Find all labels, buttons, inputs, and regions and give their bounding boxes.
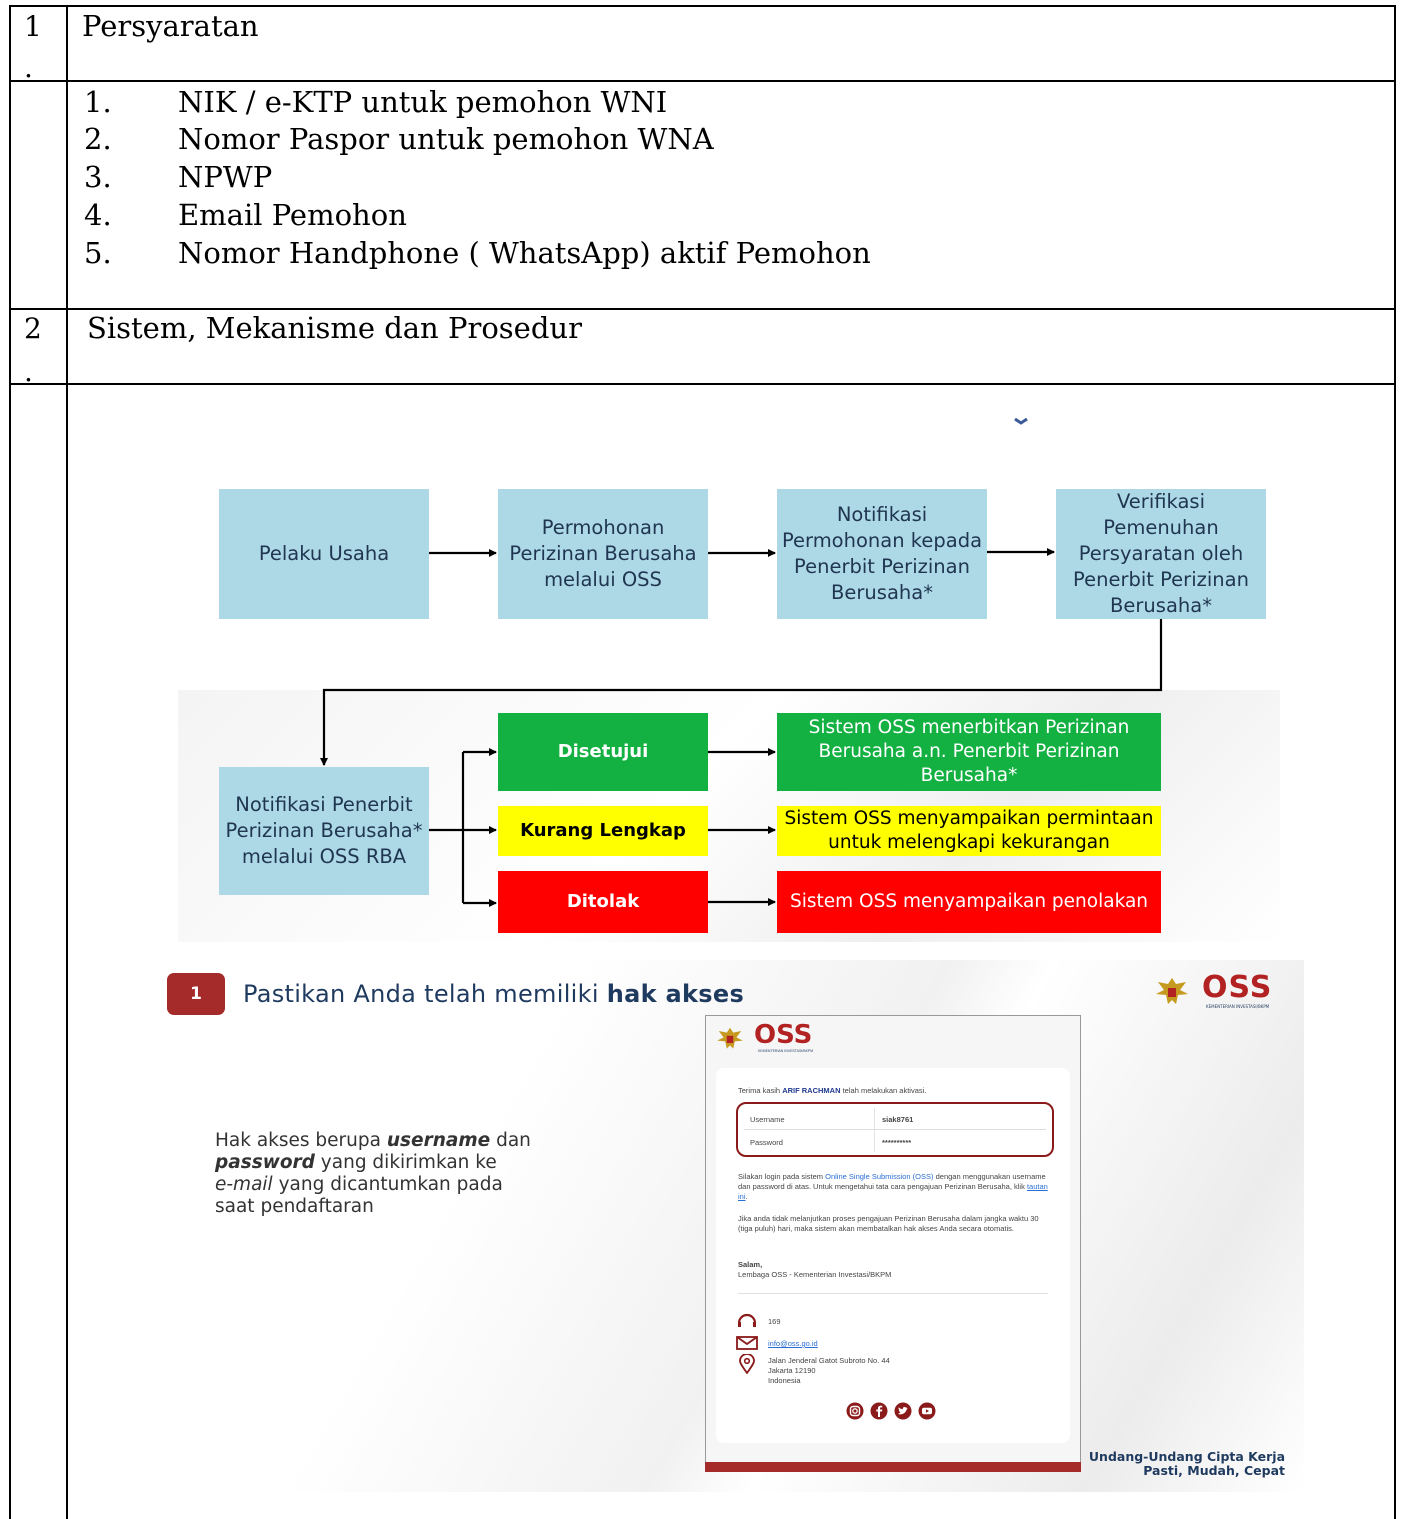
list-text: NIK / e-KTP untuk pemohon WNI [178, 85, 668, 119]
list-number: 3. [84, 160, 112, 194]
table-border-row3 [9, 383, 1396, 385]
list-number: 2. [84, 122, 112, 156]
facebook-icon[interactable] [870, 1402, 888, 1420]
flow-box-kurang-lengkap: Kurang Lengkap [498, 806, 708, 856]
para-text: Silakan login pada sistem [738, 1172, 826, 1181]
instagram-icon[interactable] [846, 1402, 864, 1420]
heading-bold: hak akses [606, 980, 745, 1008]
contact-address-2: Jakarta 12190 [768, 1366, 816, 1375]
garuda-icon [1156, 978, 1188, 1004]
list-text: Email Pemohon [178, 198, 407, 232]
arrow-4 [320, 619, 1163, 766]
row-number-1: 1 [24, 10, 42, 43]
para-text: . [745, 1192, 748, 1201]
garuda-icon [717, 1027, 743, 1049]
credentials-divider [744, 1129, 1046, 1130]
username-value: siak8761 [882, 1115, 914, 1124]
thanks-text: telah melakukan aktivasi. [840, 1086, 927, 1095]
list-number: 1. [84, 85, 112, 119]
contact-address-3: Indonesia [768, 1376, 801, 1385]
access-description: Hak akses berupa username dan password y… [215, 1130, 615, 1218]
thanks-text: Terima kasih [738, 1086, 783, 1095]
password-value: ********** [882, 1138, 912, 1147]
flow-box-verifikasi: Verifikasi Pemenuhan Persyaratan oleh Pe… [1056, 489, 1266, 619]
username-label: Username [750, 1115, 785, 1124]
row-number-2: 2 [24, 312, 42, 345]
table-border-left [9, 5, 11, 1519]
table-border-col [66, 5, 68, 1519]
email-signature: Lembaga OSS - Kementerian Investasi/BKPM [738, 1270, 892, 1279]
oss-logo-text: OSS [1202, 970, 1273, 1005]
social-icons [846, 1402, 946, 1422]
oss-link[interactable]: Online Single Submission (OSS) [825, 1172, 934, 1181]
list-text: Nomor Paspor untuk pemohon WNA [178, 122, 714, 156]
email-thanks: Terima kasih ARIF RACHMAN telah melakuka… [738, 1086, 926, 1096]
headset-icon [737, 1313, 757, 1327]
twitter-icon[interactable] [894, 1402, 912, 1420]
email-bottom-bar [705, 1462, 1081, 1472]
oss-logo-subtitle: KEMENTERIAN INVESTASI/BKPM [1206, 1004, 1270, 1009]
heading-plain: Pastikan Anda telah memiliki [243, 980, 607, 1008]
oss-logo: OSS KEMENTERIAN INVESTASI/BKPM [1150, 970, 1290, 1012]
thanks-name: ARIF RACHMAN [782, 1086, 841, 1095]
desc-text: saat pendaftaran [215, 1196, 374, 1217]
desc-text: yang dicantumkan pada [272, 1174, 503, 1195]
flow-box-pelaku-usaha: Pelaku Usaha [219, 489, 429, 619]
desc-email: e-mail [215, 1174, 273, 1195]
flow-box-disetujui: Disetujui [498, 713, 708, 791]
email-salam: Salam, [738, 1260, 763, 1269]
table-border-row2 [9, 308, 1396, 310]
slide-heading: Pastikan Anda telah memiliki hak akses [243, 980, 744, 1008]
desc-username: username [386, 1130, 491, 1151]
step-number: 1 [190, 984, 202, 1004]
row-dot-2: . [24, 355, 33, 388]
small-caret-icon [1014, 417, 1028, 425]
email-card: Terima kasih ARIF RACHMAN telah melakuka… [716, 1068, 1070, 1443]
contact-address-1: Jalan Jenderal Gatot Subroto No. 44 [768, 1356, 890, 1365]
email-screenshot: OSS KEMENTERIAN INVESTASI/BKPM Terima ka… [705, 1015, 1081, 1472]
youtube-icon[interactable] [918, 1402, 936, 1420]
tautan-link[interactable]: tautan ini [738, 1182, 1048, 1201]
table-border-right [1394, 5, 1396, 1519]
flow-box-permohonan: Permohonan Perizinan Berusaha melalui OS… [498, 489, 708, 619]
table-border-top [9, 5, 1396, 7]
email-paragraph-1: Silakan login pada sistem Online Single … [738, 1172, 1050, 1202]
section-title-prosedur: Sistem, Mekanisme dan Prosedur [87, 311, 582, 345]
table-border-row1 [9, 80, 1396, 82]
email-logo-text: OSS [754, 1020, 813, 1050]
para-text: dengan menggunakan username dan password… [738, 1172, 1046, 1191]
flow-result-disetujui: Sistem OSS menerbitkan Perizinan Berusah… [777, 713, 1161, 791]
desc-text: dan [490, 1130, 531, 1151]
desc-text: yang dikirimkan ke [314, 1152, 497, 1173]
email-divider [738, 1293, 1048, 1294]
location-pin-icon [739, 1354, 755, 1374]
email-logo: OSS KEMENTERIAN INVESTASI/BKPM [714, 1020, 834, 1058]
list-number: 5. [84, 236, 112, 270]
step-badge: 1 [167, 973, 225, 1015]
row-dot-1: . [24, 51, 33, 84]
credentials-col-divider [874, 1108, 875, 1152]
slogan-line-2: Pasti, Mudah, Cepat [1143, 1463, 1285, 1478]
slogan-line-1: Undang-Undang Cipta Kerja [1088, 1449, 1285, 1464]
flow-box-notifikasi-permohonan: Notifikasi Permohonan kepada Penerbit Pe… [777, 489, 987, 619]
desc-password: password [215, 1152, 315, 1173]
list-text: Nomor Handphone ( WhatsApp) aktif Pemoho… [178, 236, 871, 270]
password-label: Password [750, 1138, 783, 1147]
contact-phone: 169 [768, 1317, 781, 1326]
flow-box-ditolak: Ditolak [498, 871, 708, 933]
mail-icon [736, 1336, 758, 1350]
email-logo-subtitle: KEMENTERIAN INVESTASI/BKPM [758, 1049, 814, 1053]
flow-result-kurang-lengkap: Sistem OSS menyampaikan permintaan untuk… [777, 806, 1161, 856]
credentials-box: Username siak8761 Password ********** [736, 1102, 1054, 1157]
section-title-persyaratan: Persyaratan [82, 9, 259, 43]
email-paragraph-2: Jika anda tidak melanjutkan proses penga… [738, 1214, 1039, 1233]
list-number: 4. [84, 198, 112, 232]
slide-footer-slogan: Undang-Undang Cipta Kerja Pasti, Mudah, … [1060, 1450, 1285, 1478]
flow-result-ditolak: Sistem OSS menyampaikan penolakan [777, 871, 1161, 933]
list-text: NPWP [178, 160, 273, 194]
contact-email[interactable]: info@oss.go.id [768, 1339, 818, 1348]
desc-text: Hak akses berupa [215, 1130, 387, 1151]
flow-box-notifikasi-penerbit: Notifikasi Penerbit Perizinan Berusaha* … [219, 767, 429, 895]
